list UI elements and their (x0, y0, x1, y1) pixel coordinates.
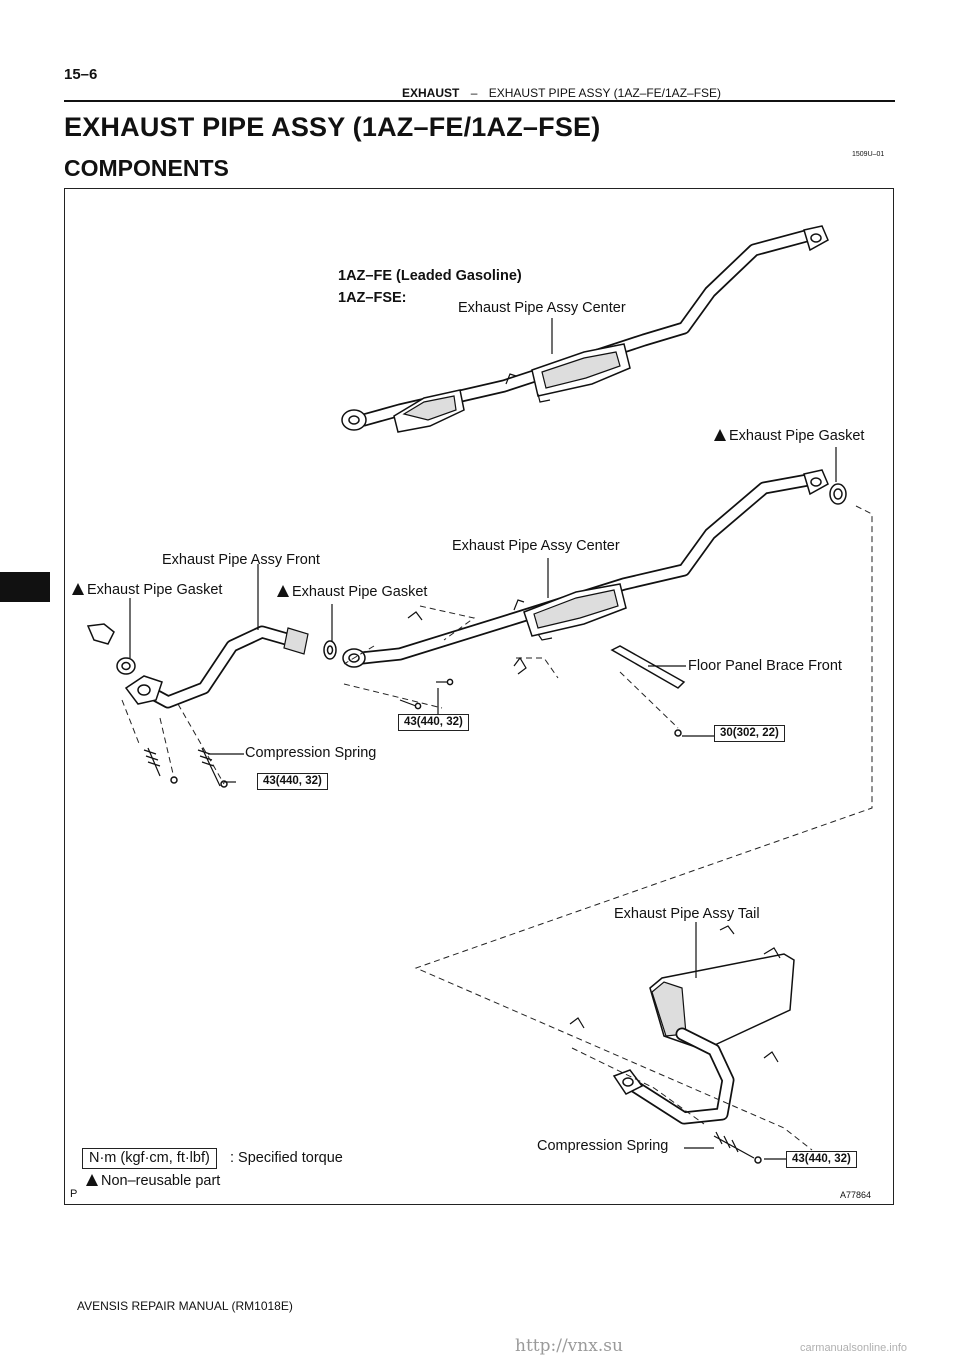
page-title: EXHAUST PIPE ASSY (1AZ–FE/1AZ–FSE) (64, 112, 601, 142)
tail-pipe (569, 925, 795, 1164)
nonreusable-triangle-icon (277, 585, 289, 597)
header-subsection: EXHAUST PIPE ASSY (1AZ–FE/1AZ–FSE) (488, 86, 722, 100)
label-floor-brace: Floor Panel Brace Front (688, 658, 842, 674)
nonreusable-triangle-icon (72, 583, 84, 595)
legend-unit-text: : Specified torque (230, 1150, 343, 1166)
figure-code: A77864 (840, 1190, 872, 1200)
section-tab (0, 572, 50, 602)
site-watermark: carmanualsonline.info (800, 1342, 908, 1354)
legend-unit-box: N·m (kgf·cm, ft·lbf) (82, 1148, 217, 1169)
label-center-mid: Exhaust Pipe Assy Center (452, 538, 620, 554)
leader-lines (129, 318, 837, 1160)
header-section: EXHAUST (402, 86, 460, 100)
label-front: Exhaust Pipe Assy Front (162, 552, 320, 568)
corner-letter: P (70, 1188, 78, 1200)
label-tail: Exhaust Pipe Assy Tail (614, 906, 760, 922)
center-pipe-top (341, 225, 829, 433)
label-center-top: Exhaust Pipe Assy Center (458, 300, 626, 316)
label-spring-front: Compression Spring (245, 745, 377, 761)
torque-front-bolt: 43(440, 32) (257, 773, 328, 790)
label-gasket-right: Exhaust Pipe Gasket (714, 428, 864, 444)
variant-label-2: 1AZ–FSE: (338, 290, 407, 306)
center-bolts (399, 611, 527, 710)
components-diagram: .pipe { fill:none; stroke:#111; stroke-w… (64, 188, 894, 1205)
section-title: COMPONENTS (64, 155, 229, 181)
exhaust-illustration: .pipe { fill:none; stroke:#111; stroke-w… (86, 225, 873, 1164)
torque-brace-bolt: 30(302, 22) (714, 725, 785, 742)
page-number: 15–6 (64, 66, 98, 83)
label-gasket-left: Exhaust Pipe Gasket (72, 582, 222, 598)
assembly-dashes (121, 505, 873, 1151)
running-header: EXHAUST – EXHAUST PIPE ASSY (1AZ–FE/1AZ–… (402, 86, 721, 100)
label-gasket-mid: Exhaust Pipe Gasket (277, 584, 427, 600)
torque-rear-bolt: 43(440, 32) (786, 1151, 857, 1168)
diagram-frame (64, 188, 894, 1205)
label-spring-rear: Compression Spring (537, 1138, 669, 1154)
floor-panel-brace (610, 645, 686, 737)
torque-center-bolt: 43(440, 32) (398, 714, 469, 731)
watermark-link[interactable]: http://vnx.su (515, 1336, 623, 1356)
footer-manual-name: AVENSIS REPAIR MANUAL (RM1018E) (77, 1299, 293, 1313)
nonreusable-triangle-icon (714, 429, 726, 441)
header-rule (64, 100, 895, 102)
front-pipe (86, 623, 337, 788)
legend-nonreusable: Non–reusable part (86, 1173, 220, 1189)
center-pipe-middle (342, 469, 847, 668)
nonreusable-triangle-icon (86, 1174, 98, 1186)
variant-label-1: 1AZ–FE (Leaded Gasoline) (338, 268, 522, 284)
document-code: 1509U–01 (852, 151, 885, 158)
header-separator: – (470, 86, 478, 100)
